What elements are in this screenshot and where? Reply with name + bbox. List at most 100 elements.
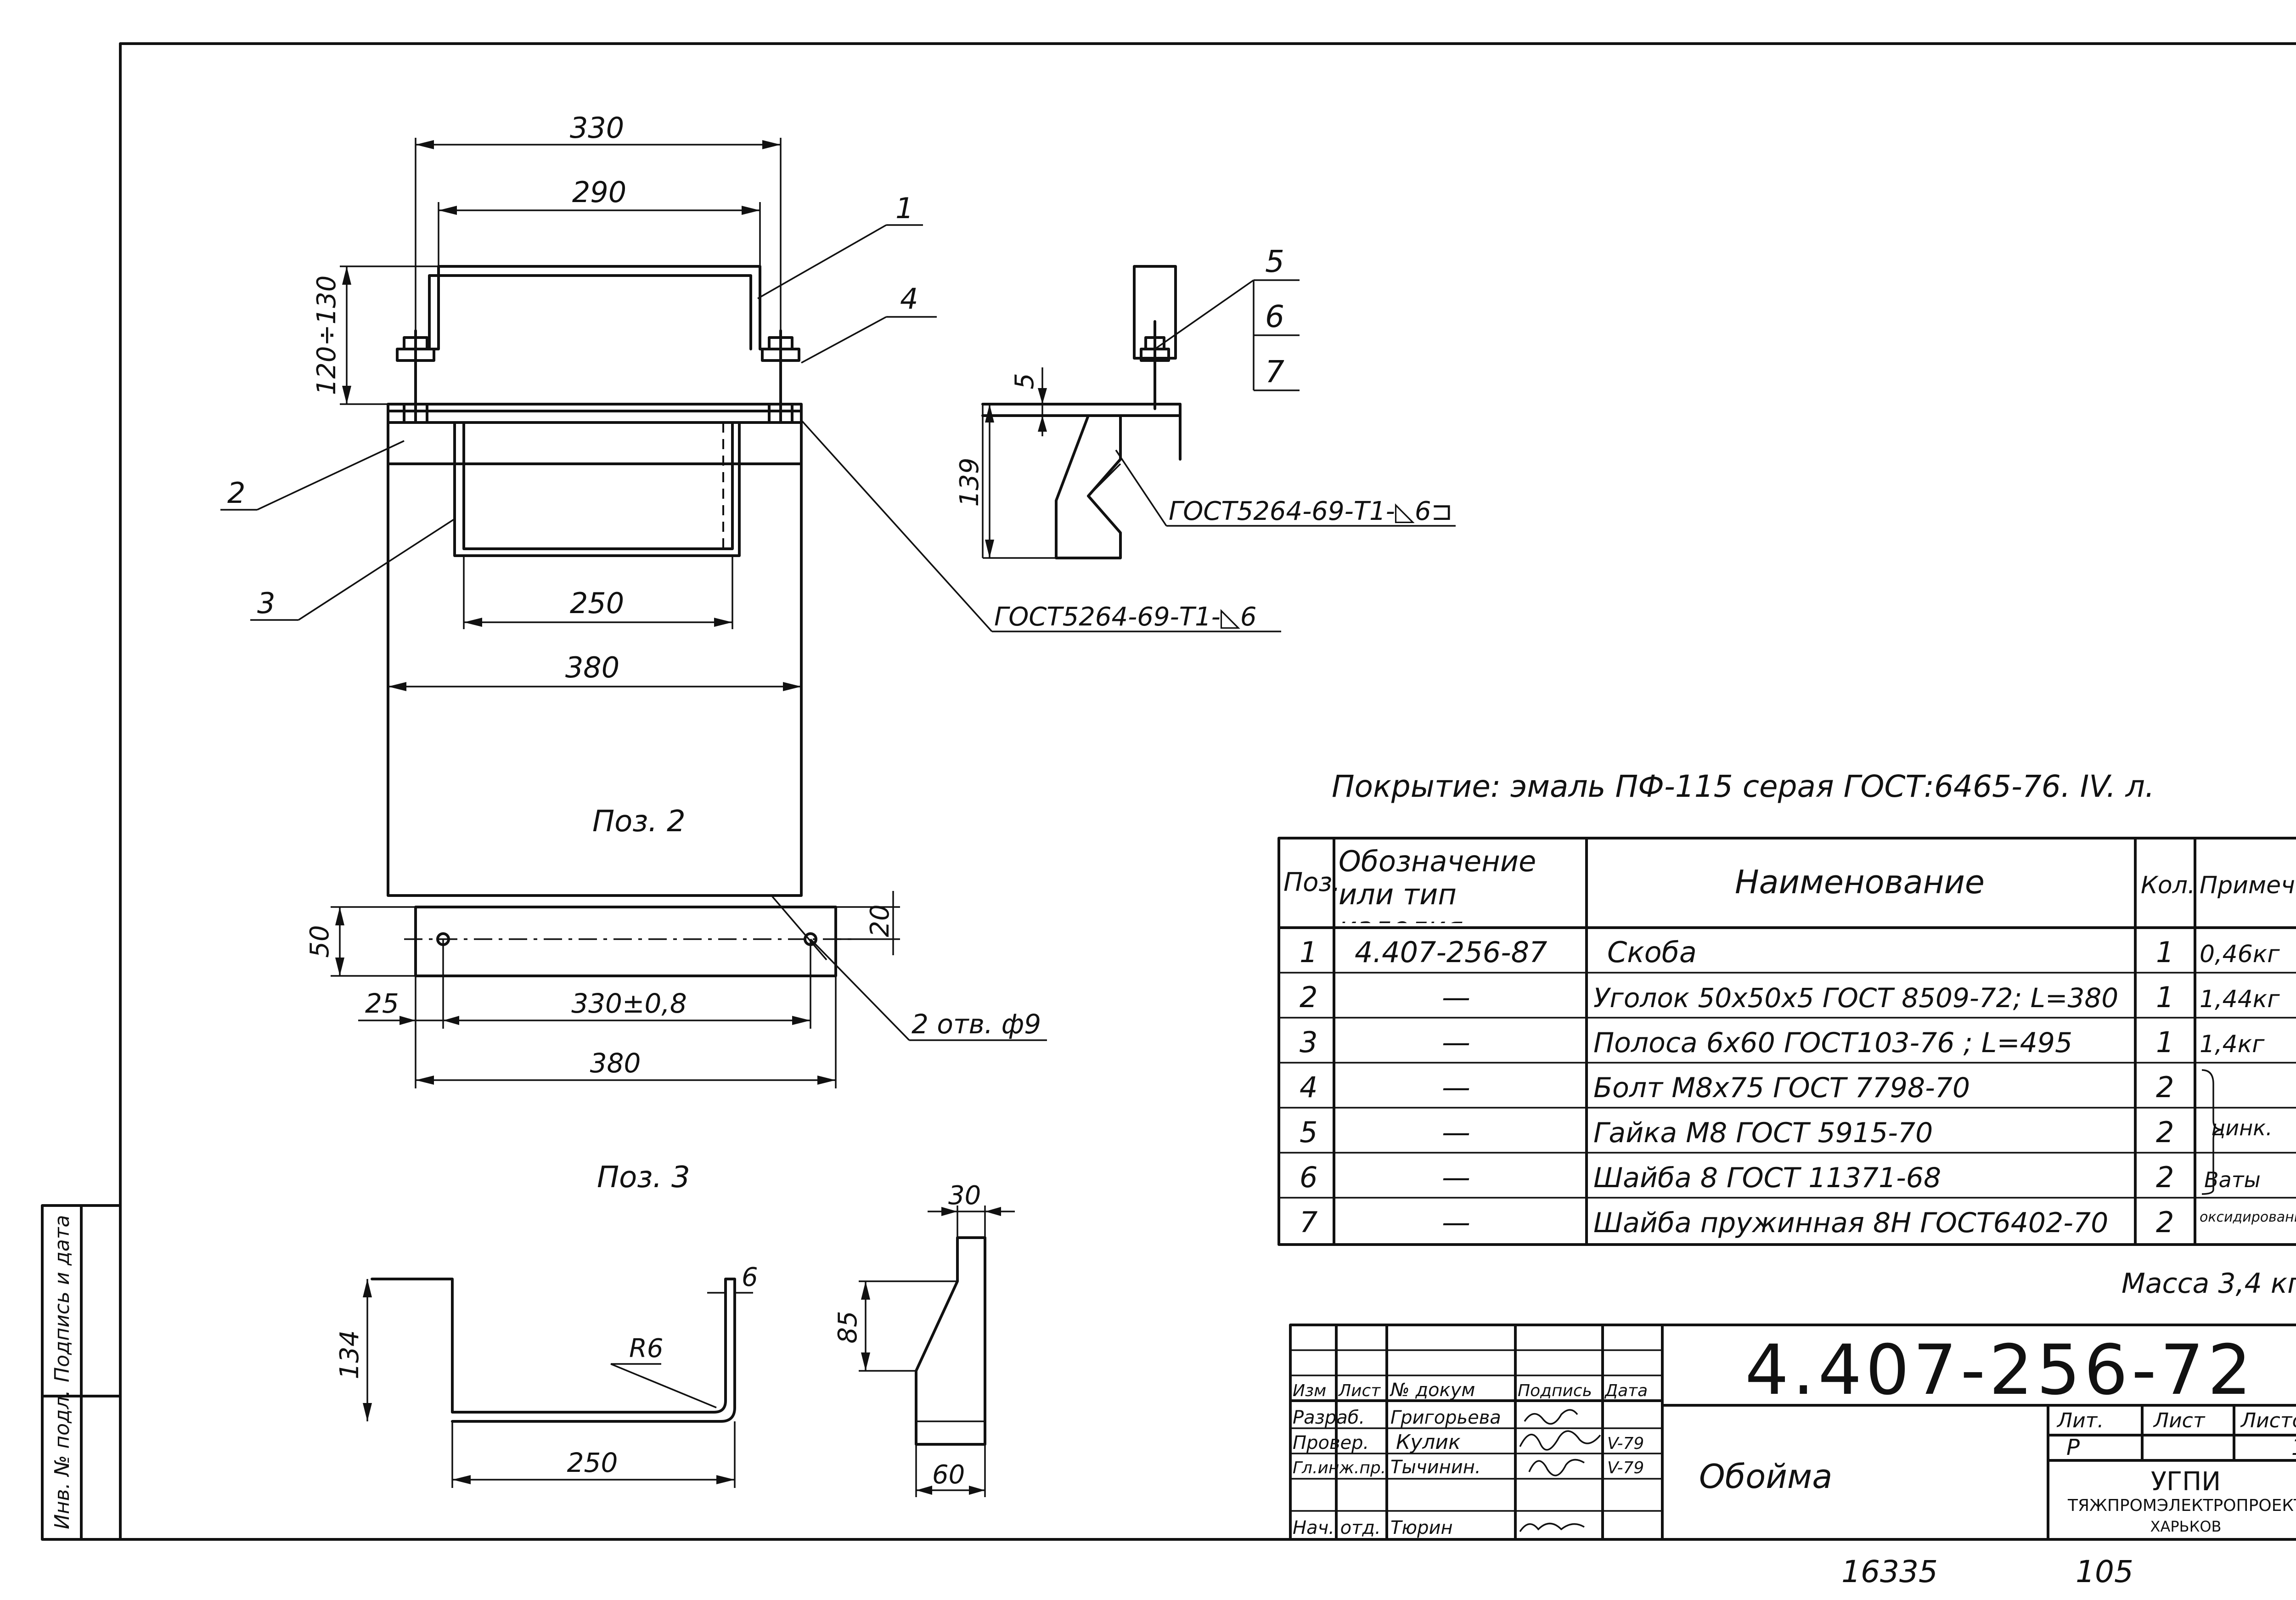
- pos3-dim-85: 85: [833, 1311, 863, 1343]
- spec-row-note: цинк.: [2211, 1115, 2273, 1140]
- mass-note: Масса 3,4 кг: [2122, 1268, 2296, 1300]
- tb-lit-label: Лит.: [2056, 1409, 2104, 1432]
- weld-note-side: ГОСТ5264-69-Т1-◺6⊐: [1169, 496, 1452, 526]
- spec-row-note: 1,44кг: [2200, 986, 2280, 1013]
- spec-header-designation: Обозначение или тип изделия: [1339, 845, 1536, 923]
- tb-col-date: Дата: [1604, 1381, 1648, 1400]
- spec-row-name: Шайба пружинная 8Н ГОСТ6402-70: [1593, 1207, 2108, 1239]
- spec-row-designation: —: [1442, 1025, 1470, 1059]
- coating-note: Покрытие: эмаль ПФ-115 серая ГОСТ:6465-7…: [1332, 769, 2155, 804]
- pos3-dim-250: 250: [567, 1447, 618, 1478]
- pos2-plate: [414, 906, 837, 977]
- spec-row-designation: —: [1442, 1206, 1470, 1239]
- tb-col-izm: Изм: [1293, 1381, 1326, 1400]
- signature-4: [1519, 1522, 1585, 1532]
- tb-role: Провер.: [1293, 1432, 1369, 1454]
- org-sub: ТЯЖПРОМЭЛЕКТРОПРОЕКТ: [2067, 1496, 2296, 1515]
- tb-sheet-label: Лист: [2153, 1409, 2206, 1432]
- spec-row-note: 0,46кг: [2200, 941, 2280, 968]
- callout-3: 3: [257, 586, 275, 620]
- callout-1: 1: [895, 192, 913, 225]
- pos2-dim-380: 380: [590, 1048, 641, 1079]
- spec-row-designation: —: [1442, 1070, 1470, 1104]
- page-number: 105: [2076, 1554, 2133, 1589]
- callout-7: 7: [1265, 354, 1284, 389]
- pos2-holes-note: 2 отв. ф9: [912, 1008, 1041, 1040]
- spec-row-qty: 1: [2156, 1025, 2174, 1059]
- spec-row-1: 1 4.407-256-87 Скоба 1 0,46кг: [1300, 935, 2280, 969]
- dim-120-130: 120÷130: [312, 276, 342, 395]
- tb-lit-value: Р: [2066, 1435, 2080, 1460]
- tb-role: Разраб.: [1293, 1407, 1365, 1428]
- tb-col-sign: Подпись: [1518, 1381, 1592, 1400]
- spec-row-pos: 6: [1300, 1161, 1317, 1194]
- strip-outline: [462, 421, 734, 550]
- spec-row-pos: 2: [1300, 980, 1317, 1014]
- pos3-side-profile: [915, 1236, 986, 1446]
- callout-2: 2: [227, 476, 245, 510]
- pos3-profile: [371, 1278, 736, 1423]
- tb-person: Кулик: [1396, 1431, 1461, 1454]
- spec-row-name: Уголок 50х50х5 ГОСТ 8509-72; L=380: [1593, 982, 2118, 1014]
- spec-row-name: Скоба: [1607, 935, 1697, 969]
- side-stamp-inv: Инв. № подл.: [51, 1390, 74, 1529]
- callout-4: 4: [900, 282, 918, 315]
- spec-row-qty: 2: [2156, 1161, 2174, 1194]
- spec-row-pos: 7: [1300, 1206, 1317, 1239]
- bracket-outline: [414, 265, 782, 350]
- dim-330: 330: [570, 111, 624, 145]
- callout-6: 6: [1265, 299, 1284, 334]
- pos3-dim-60: 60: [932, 1460, 965, 1490]
- pos2-detail: Поз. 2 50 20 25 330±0,8 380: [305, 805, 1047, 1088]
- spec-header-qty: Кол.: [2141, 872, 2195, 899]
- spec-row-pos: 1: [1300, 935, 1317, 969]
- tb-role: Нач. отд.: [1293, 1517, 1381, 1538]
- weld-note-main: ГОСТ5264-69-Т1-◺6: [994, 602, 1257, 632]
- tb-person: Тычинин.: [1390, 1457, 1481, 1478]
- side-profile: [1055, 414, 1122, 559]
- org-name: УГПИ: [2151, 1467, 2221, 1497]
- spec-row-pos: 4: [1300, 1070, 1317, 1104]
- signature-3: [1528, 1459, 1585, 1476]
- callout-5: 5: [1265, 244, 1284, 279]
- dim-380: 380: [565, 651, 619, 684]
- spec-row-qty: 2: [2156, 1070, 2174, 1104]
- spec-row-6: 6 — Шайба 8 ГОСТ 11371-68 2 Ваты: [1300, 1161, 2261, 1194]
- pos3-radius: R6: [629, 1334, 664, 1363]
- angle-body: [387, 403, 803, 897]
- side-view: 5 139 5 6 7 ГОСТ5264-69-Т1-◺6⊐: [955, 244, 1456, 559]
- spec-row-designation: —: [1442, 1161, 1470, 1194]
- spec-row-qty: 1: [2156, 935, 2174, 969]
- spec-row-qty: 2: [2156, 1115, 2174, 1149]
- spec-row-4: 4 — Болт М8х75 ГОСТ 7798-70 2: [1300, 1070, 2174, 1104]
- spec-row-name: Гайка М8 ГОСТ 5915-70: [1593, 1117, 1933, 1149]
- pos3-dim-134: 134: [335, 1330, 365, 1380]
- pos2-dim-330: 330±0,8: [571, 988, 687, 1019]
- title-block: Изм Лист № докум Подпись Дата Разраб. Гр…: [1289, 1324, 2296, 1541]
- spec-row-2: 2 — Уголок 50х50х5 ГОСТ 8509-72; L=380 1…: [1300, 980, 2280, 1014]
- tb-col-ndoc: № докум: [1390, 1380, 1475, 1401]
- dim-250: 250: [570, 586, 624, 620]
- spec-row-designation: —: [1442, 1115, 1470, 1149]
- spec-row-7: 7 — Шайба пружинная 8Н ГОСТ6402-70 2 окс…: [1300, 1206, 2296, 1239]
- bolt-left: [396, 329, 435, 424]
- spec-row-5: 5 — Гайка М8 ГОСТ 5915-70 2 цинк.: [1300, 1115, 2273, 1149]
- signature-1: [1524, 1409, 1578, 1425]
- side-stamp: Инв. № подл. Подпись и дата: [41, 1204, 122, 1541]
- spec-header-note: Примечание: [2200, 872, 2296, 899]
- spec-row-3: 3 — Полоса 6х60 ГОСТ103-76 ; L=495 1 1,4…: [1300, 1025, 2265, 1059]
- side-stamp-sign: Подпись и дата: [51, 1215, 74, 1382]
- spec-row-pos: 5: [1300, 1115, 1317, 1149]
- bolt-right: [761, 329, 800, 424]
- tb-role-row: Гл.инж.пр. Тычинин. V-79: [1293, 1457, 1644, 1478]
- tb-role-row: Провер. Кулик V-79: [1293, 1430, 1644, 1454]
- dim-5: 5: [1010, 373, 1040, 389]
- pos2-dim-50: 50: [305, 925, 335, 958]
- pos2-title: Поз. 2: [592, 805, 686, 839]
- spec-row-qty: 1: [2156, 980, 2174, 1014]
- pos3-title: Поз. 3: [597, 1161, 690, 1194]
- pos2-dim-20: 20: [865, 904, 895, 937]
- archive-number: 16335: [1841, 1554, 1938, 1589]
- pos3-dim-6: 6: [742, 1262, 758, 1292]
